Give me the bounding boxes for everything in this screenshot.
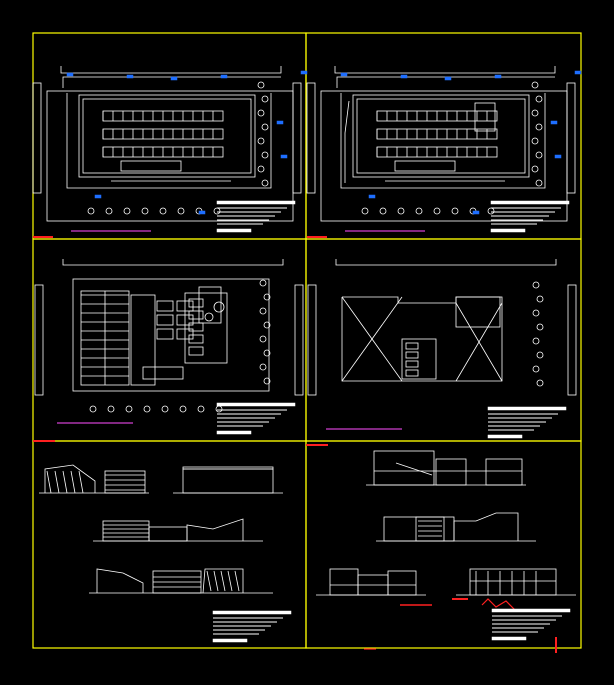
sheet-ground-floor-plan[interactable] [33,259,304,442]
sheet-site-plan-a[interactable] [32,66,308,238]
sheet-border-5 [305,440,582,649]
title-block [490,200,570,233]
title-block [487,406,567,439]
sheet-elevations-b[interactable] [316,450,576,653]
title-block [491,608,571,641]
title-block [216,200,296,233]
title-block [216,402,296,435]
title-block [212,610,292,643]
sheet-site-plan-b[interactable] [306,66,582,238]
sheet-roof-plan[interactable] [306,259,577,446]
sheet-elevations-a[interactable] [39,464,292,643]
